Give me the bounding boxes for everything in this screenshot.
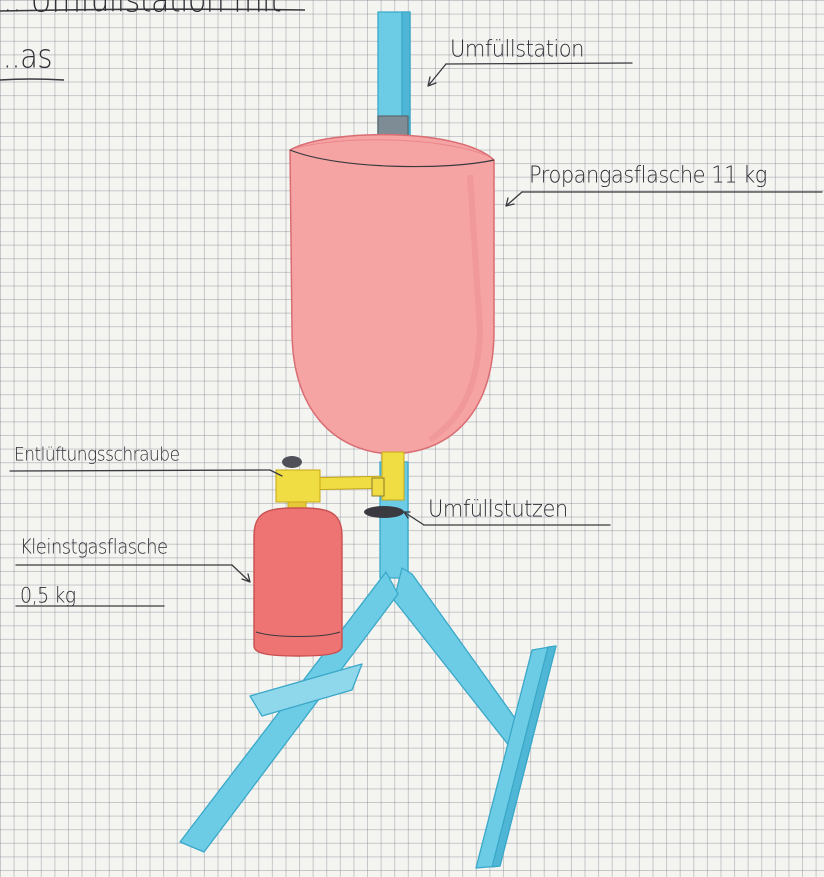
title-line-1: ... Umfüllstation mit <box>0 0 281 18</box>
propangas-arrow-icon <box>506 192 522 206</box>
right-leg <box>394 568 532 752</box>
upper-valve <box>382 452 404 500</box>
entlueftung-underline <box>10 470 270 471</box>
label-propangasflasche: Propangasflasche 11 kg <box>529 163 767 187</box>
kleinst-arrow-icon <box>232 565 250 582</box>
small-bottle-body <box>254 508 342 656</box>
vent-screw-icon <box>282 456 302 468</box>
label-entlueftungsschraube: Entlüftungsschraube <box>14 446 180 465</box>
umfuellstation-underline <box>446 63 632 64</box>
leader-arrow-icon <box>428 64 446 86</box>
label-umfuellstutzen: Umfüllstutzen <box>428 497 568 521</box>
label-kleinst-weight: 0,5 kg <box>20 586 76 607</box>
valve-nut <box>372 478 384 496</box>
left-valve <box>276 470 320 502</box>
filler-nozzle-icon <box>364 506 404 518</box>
small-gas-bottle <box>254 508 342 656</box>
title-underline-2 <box>0 79 64 80</box>
propane-bottle-large <box>290 135 494 454</box>
title-line-2: ...as <box>0 41 52 73</box>
label-kleinstgasflasche: Kleinstgasflasche <box>20 538 168 558</box>
label-umfuellstation: Umfüllstation <box>450 37 584 61</box>
